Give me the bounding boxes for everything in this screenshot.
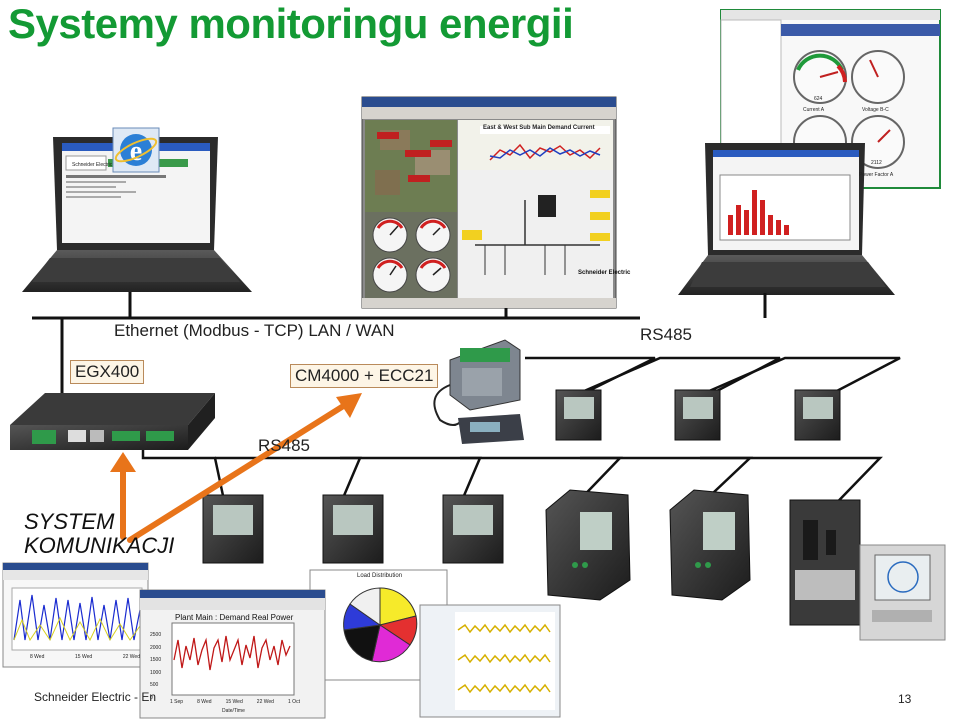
gauge-pf-value: 2112 xyxy=(871,160,882,166)
laptop-right xyxy=(678,143,895,295)
ethernet-bus xyxy=(32,292,767,395)
plant-demand-screenshot xyxy=(139,589,326,719)
power-meter-bottom-3 xyxy=(442,494,504,564)
egx400-label: EGX400 xyxy=(70,360,145,384)
trend-x-tick: 22 Wed xyxy=(122,654,140,660)
power-meter-bottom-2 xyxy=(322,494,384,564)
plant-x-ticks: 1 Sep 8 Wed 15 Wed 22 Wed 1 Oct xyxy=(170,699,300,705)
multi-chart-screenshot xyxy=(419,604,561,718)
plant-x-tick: 1 Sep xyxy=(170,699,184,705)
power-meter-bottom-1 xyxy=(202,494,264,564)
scada-banner: East & West Sub Main Demand Current xyxy=(483,125,595,131)
rs485-top-chain xyxy=(525,356,901,407)
egx400-device xyxy=(10,393,215,450)
plant-y-tick: 1000 xyxy=(150,669,162,676)
power-meter-top-2 xyxy=(674,389,721,441)
browser-title: Schneider Electric xyxy=(72,162,113,168)
plant-y-tick: 2500 xyxy=(150,632,162,638)
power-meter-top-1 xyxy=(555,389,602,441)
plant-x-tick: 8 Wed xyxy=(197,699,212,705)
gauge-pf-label: Power Factor A xyxy=(859,172,894,178)
trend-x-tick: 8 Wed xyxy=(30,654,45,660)
plant-y-tick: 2000 xyxy=(150,644,162,651)
plant-x-tick: 1 Oct xyxy=(288,699,300,705)
system-label-line2: KOMUNIKACJI xyxy=(24,533,175,558)
trend-x-ticks: 8 Wed 15 Wed 22 Wed xyxy=(30,654,140,660)
trend-screenshot xyxy=(2,562,149,668)
plant-y-tick: 500 xyxy=(150,682,159,688)
page-number: 13 xyxy=(898,692,912,706)
scada-logo: Schneider Electric xyxy=(578,270,631,276)
internet-explorer-icon: e xyxy=(112,127,160,173)
rs485-top-label: RS485 xyxy=(640,325,692,344)
cm4000-device xyxy=(433,339,524,444)
plant-y-ticks: 2500 2000 1500 1000 500 0 xyxy=(150,629,161,704)
system-label-line1: SYSTEM xyxy=(24,509,115,534)
gauge-current-value: 624 xyxy=(814,96,823,102)
plant-x-title: Date/Time xyxy=(222,708,245,714)
trend-x-tick: 15 Wed xyxy=(75,654,93,660)
rs485-bottom-label: RS485 xyxy=(258,436,310,455)
protection-relay-2 xyxy=(669,489,751,601)
ethernet-label: Ethernet (Modbus - TCP) LAN / WAN xyxy=(114,321,395,340)
load-distribution-title: Load Distribution xyxy=(357,573,403,579)
circuit-breaker xyxy=(789,499,861,626)
slide-title: Systemy monitoringu energii xyxy=(8,0,574,47)
protection-relay-1 xyxy=(545,489,631,601)
plant-x-tick: 22 Wed xyxy=(256,699,274,705)
plant-y-tick: 1500 xyxy=(150,657,162,663)
laptop-left xyxy=(22,137,252,292)
gauge-voltage-label: Voltage B-C xyxy=(862,107,889,113)
gauge-current-label: Current A xyxy=(803,107,825,113)
plant-chart-title: Plant Main : Demand Real Power xyxy=(175,613,294,622)
data-arrows xyxy=(110,393,362,543)
plant-y-tick: 0 xyxy=(150,694,153,701)
plant-x-tick: 15 Wed xyxy=(225,699,243,705)
scada-screenshot xyxy=(361,96,617,309)
power-meter-top-3 xyxy=(794,389,841,441)
footer-text: Schneider Electric - En xyxy=(34,690,157,704)
power-meter-display xyxy=(859,544,946,641)
cm4000-label: CM4000 + ECC21 xyxy=(290,364,439,388)
